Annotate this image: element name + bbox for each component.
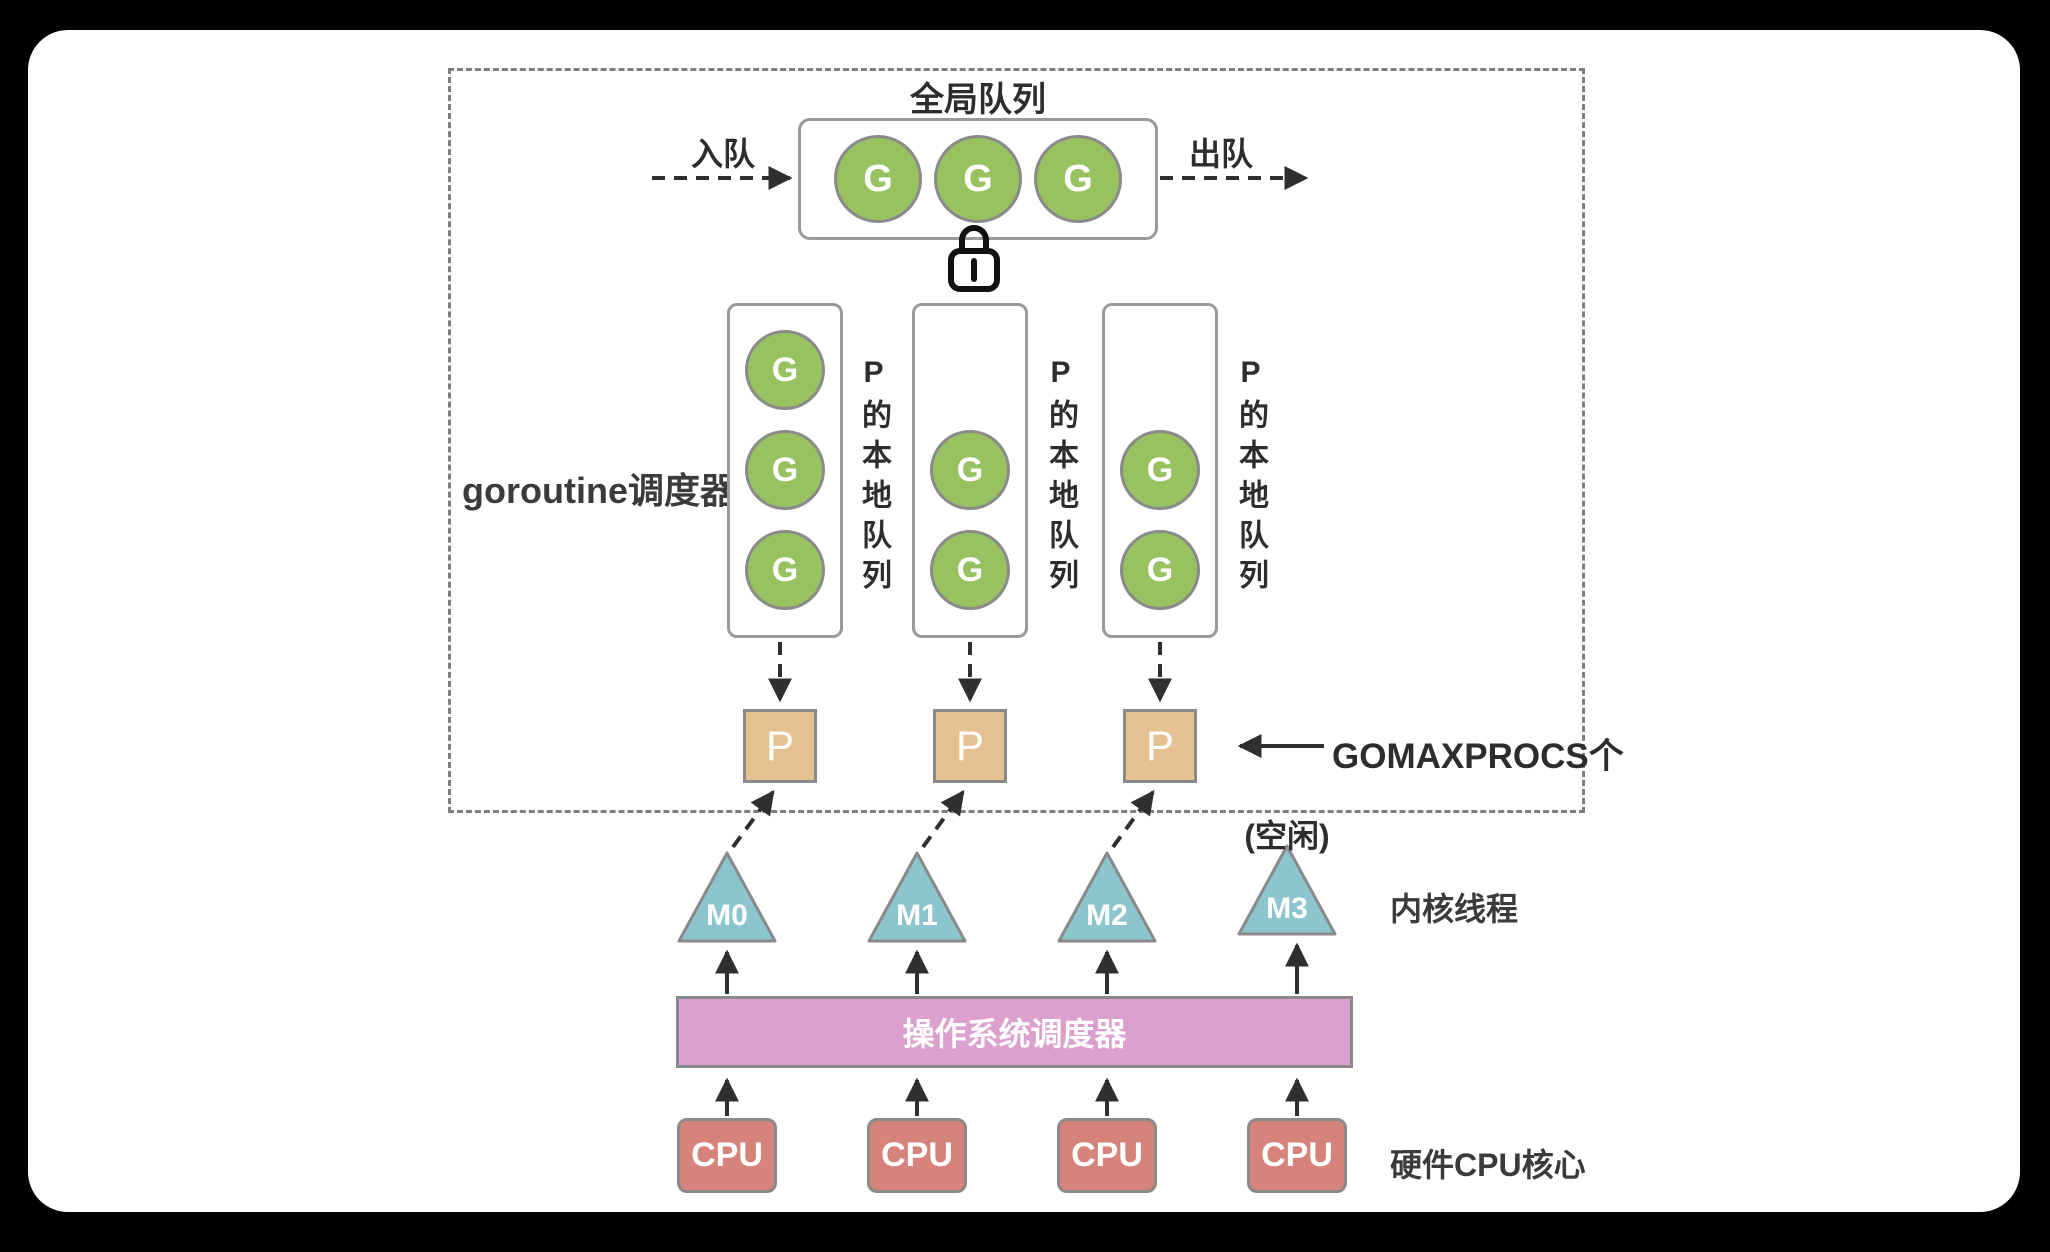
cpu-box-2: CPU — [867, 1118, 967, 1193]
hardware-cpus-label: 硬件CPU核心 — [1390, 1147, 1586, 1183]
m1-to-p2-arrow — [921, 790, 965, 849]
thread-triangle-m3 — [1237, 844, 1337, 936]
goroutine-circle: G — [745, 530, 825, 610]
gomaxprocs-label: GOMAXPROCS个 — [1332, 737, 1624, 776]
cpu-box-4: CPU — [1247, 1118, 1347, 1193]
thread-triangle-m2 — [1057, 851, 1157, 943]
scheduler-dashed-region — [448, 68, 1585, 813]
thread-label-m0: M0 — [706, 899, 748, 932]
goroutine-circle: G — [745, 330, 825, 410]
thread-label-m3: M3 — [1266, 892, 1308, 925]
goroutine-circle: G — [930, 430, 1010, 510]
goroutine-circle: G — [930, 530, 1010, 610]
local-queue-side-label-2: P的本地队列 — [1044, 355, 1077, 599]
thread-triangle-m0 — [677, 851, 777, 943]
local-queue-side-label-1: P的本地队列 — [857, 355, 890, 599]
processor-box-1: P — [743, 709, 817, 783]
thread-triangle-m1 — [867, 851, 967, 943]
goroutine-circle: G — [1120, 430, 1200, 510]
idle-label: (空闲) — [1244, 818, 1330, 854]
os-scheduler-bar: 操作系统调度器 — [676, 996, 1353, 1068]
processor-box-3: P — [1123, 709, 1197, 783]
goroutine-circle: G — [1034, 135, 1122, 223]
cpu-box-3: CPU — [1057, 1118, 1157, 1193]
goroutine-circle: G — [1120, 530, 1200, 610]
local-queue-side-label-3: P的本地队列 — [1234, 355, 1267, 599]
global-queue-title: 全局队列 — [910, 80, 1046, 119]
goroutine-circle: G — [834, 135, 922, 223]
dequeue-label: 出队 — [1188, 136, 1253, 172]
processor-box-2: P — [933, 709, 1007, 783]
cpu-box-1: CPU — [677, 1118, 777, 1193]
kernel-threads-label: 内核线程 — [1390, 891, 1519, 927]
thread-label-m1: M1 — [896, 899, 938, 932]
goroutine-circle: G — [934, 135, 1022, 223]
goroutine-scheduler-label: goroutine调度器 — [462, 470, 736, 511]
m2-to-p3-arrow — [1111, 790, 1155, 849]
thread-label-m2: M2 — [1086, 899, 1128, 932]
lock-icon — [948, 225, 1000, 292]
enqueue-label: 入队 — [690, 136, 755, 172]
m0-to-p1-arrow — [731, 790, 775, 849]
goroutine-circle: G — [745, 430, 825, 510]
